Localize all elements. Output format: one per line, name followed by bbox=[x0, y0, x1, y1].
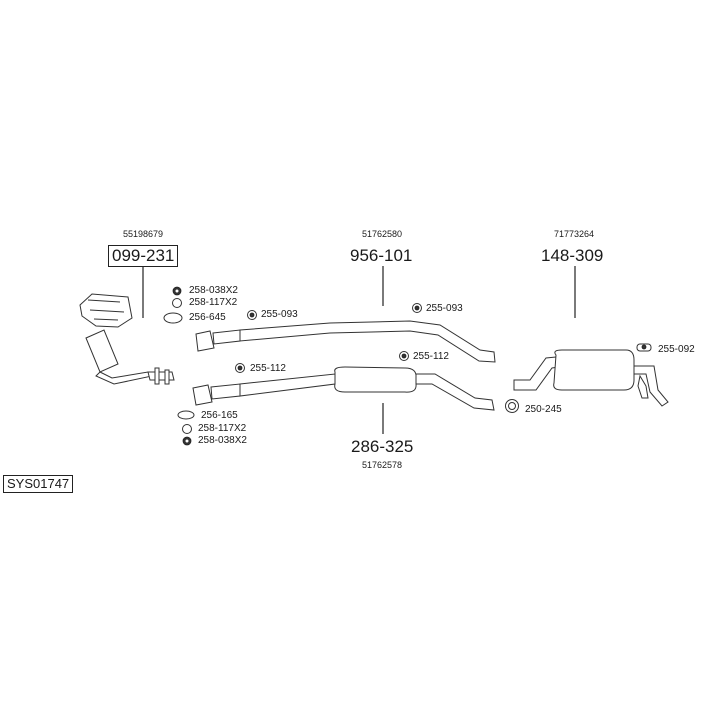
oem-number-manifold: 55198679 bbox=[123, 229, 164, 239]
part-number-rear-silencer[interactable]: 148-309 bbox=[541, 246, 604, 265]
middle-silencer-drawing bbox=[192, 366, 495, 411]
rear-silencer-drawing bbox=[513, 349, 669, 407]
accessory-label[interactable]: 255-112 bbox=[250, 363, 286, 374]
oem-number-rear-silencer: 71773264 bbox=[554, 229, 595, 239]
accessory-label[interactable]: 255-093 bbox=[261, 309, 298, 320]
part-number-front-pipe[interactable]: 956-101 bbox=[350, 246, 413, 265]
accessory-label[interactable]: 258-117X2 bbox=[189, 297, 238, 308]
accessory-label[interactable]: 250-245 bbox=[525, 404, 562, 415]
accessory-label[interactable]: 255-092 bbox=[658, 344, 695, 355]
accessory-label[interactable]: 255-112 bbox=[413, 351, 449, 362]
part-number-middle-silencer[interactable]: 286-325 bbox=[351, 437, 414, 456]
accessory-symbols bbox=[163, 286, 652, 446]
oem-number-middle-silencer: 51762578 bbox=[362, 460, 403, 470]
system-code-label: SYS01747 bbox=[3, 475, 74, 493]
accessory-label[interactable]: 258-038X2 bbox=[198, 435, 247, 446]
accessory-label[interactable]: 256-645 bbox=[189, 312, 226, 323]
manifold-catalyst-drawing bbox=[79, 293, 175, 385]
accessory-label[interactable]: 258-117X2 bbox=[198, 423, 247, 434]
part-number-manifold[interactable]: 099-231 bbox=[108, 245, 179, 267]
oem-number-front-pipe: 51762580 bbox=[362, 229, 403, 239]
front-pipe-drawing bbox=[195, 320, 496, 363]
accessory-label[interactable]: 255-093 bbox=[426, 303, 463, 314]
accessory-label[interactable]: 258-038X2 bbox=[189, 285, 238, 296]
accessory-label[interactable]: 256-165 bbox=[201, 410, 238, 421]
